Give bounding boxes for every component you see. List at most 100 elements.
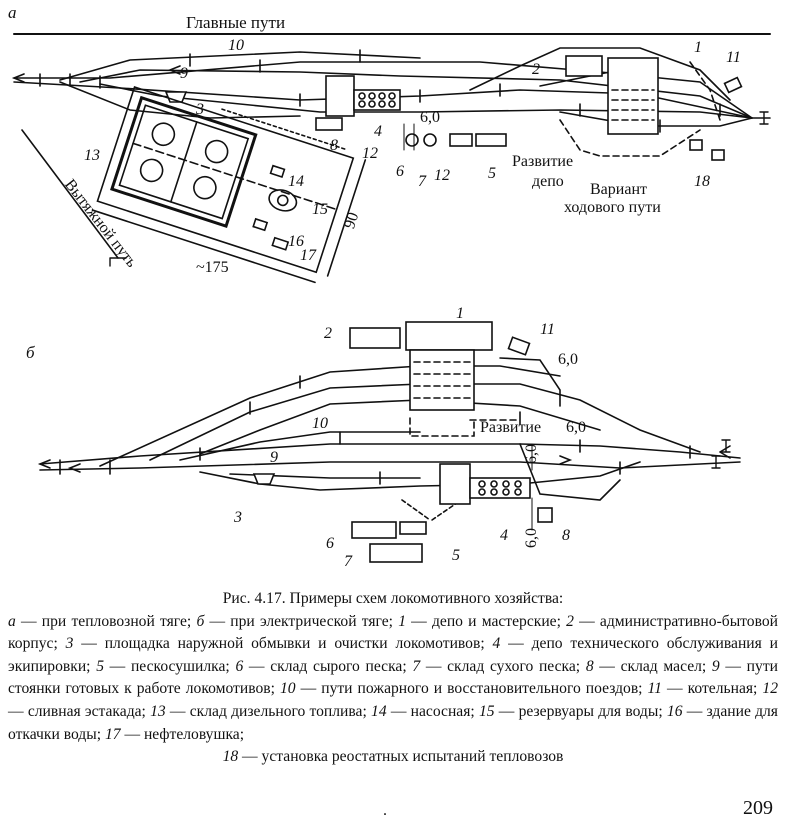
legend-text: — резервуары для воды; [494,702,667,720]
legend-entry: 9 — пути стоянки готовых к работе локомо… [8,658,778,698]
b-development: Развитие [480,419,541,436]
label-14: 14 [288,173,304,190]
b-label-4: 4 [500,527,508,544]
legend-text: — установка реостатных испытаний теплово… [238,748,564,766]
dim-width: 90 [341,210,362,230]
legend-text: — склад сухого песка; [420,657,586,675]
panel-b-buildings [252,321,553,563]
legend-key: 2 [566,612,574,630]
b-label-3: 3 [233,509,242,526]
label-11: 11 [726,49,741,66]
footer-mark: . [383,802,387,819]
panel-b-labels: б 1 2 3 4 5 6 7 8 9 10 11 6,0 Развитие 6… [26,305,586,570]
label-17: 17 [300,247,317,264]
legend-key: 15 [478,702,495,720]
label-15: 15 [312,201,328,218]
label-6: 6 [396,163,404,180]
legend-text: — нефтеловушка; [120,725,245,743]
legend-entry: 10 — пути пожарного и восстановительного… [280,680,648,697]
legend-text: — пескосушилка; [104,657,236,675]
b-label-5: 5 [452,547,460,564]
legend-text: — здание для откачки воды; [8,702,778,743]
b-label-2: 2 [324,325,332,342]
legend-entry: 1 — депо и мастерские; [398,613,566,630]
label-10: 10 [228,37,244,54]
legend-entry: б — при электрической тяге; [196,613,398,630]
panel-b-letter: б [26,343,35,362]
legend-key: 6 [235,657,244,675]
b-label-9: 9 [270,449,278,466]
page-number: 209 [743,797,773,819]
legend-entry: 15 — резервуары для воды; [479,703,667,720]
label-7: 7 [418,173,427,190]
legend-entry: 7 — склад сухого песка; [412,658,585,675]
label-3: 3 [195,101,204,118]
b-label-1: 1 [456,305,464,322]
label-1: 1 [694,39,702,56]
legend-entry: 11 — котельная; [648,680,763,697]
legend-key: 4 [492,635,501,653]
panel-a-letter: а [8,3,17,22]
legend-key: 18 [222,748,239,766]
legend-entry: 4 — депо технического обслуживания и эки… [8,635,778,675]
figure-caption: Рис. 4.17. Примеры схем локомотивного хо… [8,588,778,769]
label-2: 2 [532,61,540,78]
legend-key: 13 [150,702,166,720]
legend-key: 11 [647,680,662,698]
dim-offset: 6,0 [420,109,440,126]
label-9: 9 [180,65,188,82]
b-label-7: 7 [344,553,353,570]
variant-line-2: ходового пути [564,199,661,216]
legend-key: 10 [280,680,296,698]
b-dim-60-d: 6,0 [523,528,540,548]
caption-title: Рис. 4.17. Примеры схем локомотивного хо… [222,590,564,607]
label-12: 12 [362,145,378,162]
legend-key: 5 [96,657,104,675]
legend-entry: 5 — пескосушилка; [96,658,235,675]
legend-key: 7 [412,657,421,675]
label-5: 5 [488,165,496,182]
legend-text: — административно-бытовой корпус; [8,612,778,653]
b-label-11: 11 [540,321,555,338]
legend-key: 14 [371,702,387,720]
legend-key: 1 [398,612,406,630]
legend-entry: 17 — нефтеловушка; [105,726,244,743]
dim-length: ~175 [196,259,229,276]
legend-entry: 12 — сливная эстакада; [8,680,778,720]
label-13: 13 [84,147,100,164]
legend-text: — пути стоянки готовых к работе локомоти… [8,657,778,698]
b-label-8: 8 [562,527,570,544]
b-dim-60-b: 6,0 [566,419,586,436]
legend-text: — склад масел; [593,657,712,675]
fuel-depot-site [91,86,367,284]
legend-key: 8 [585,657,594,675]
legend-entry: 16 — здание для откачки воды; [8,703,778,743]
locomotive-facility-diagram: а Главные пути Вытяжной путь ~175 90 6,0… [8,3,771,570]
legend-entry: 2 — административно-бытовой корпус; [8,613,778,653]
label-16: 16 [288,233,304,250]
legend-key: б [196,612,205,630]
depot-development-1: Развитие [512,153,573,170]
label-12b: 12 [434,167,450,184]
legend-text: — депо и мастерские; [405,612,567,630]
legend-text: — площадка наружной обмывки и очистки ло… [73,635,493,653]
legend-key: 3 [65,635,74,653]
label-4: 4 [374,123,382,140]
b-label-6: 6 [326,535,334,552]
legend-key: а [8,612,16,630]
caption-legend: а — при тепловозной тяге; б — при электр… [8,613,778,769]
legend-text: — при тепловозной тяге; [15,612,197,630]
b-label-10: 10 [312,415,328,432]
legend-entry: 18 — установка реостатных испытаний тепл… [8,746,778,769]
legend-key: 16 [666,702,683,720]
legend-entry: 3 — площадка наружной обмывки и очистки … [66,635,493,652]
label-18: 18 [694,173,710,190]
legend-text: — при электрической тяге; [204,612,399,630]
legend-entry: 8 — склад масел; [586,658,712,675]
legend-key: 9 [711,657,720,675]
b-dim-60-c: 6,0 [523,444,540,464]
main-tracks-label: Главные пути [186,13,285,32]
legend-text: — котельная; [661,680,763,698]
panel-b-tracks [37,355,741,521]
legend-key: 12 [762,680,779,698]
